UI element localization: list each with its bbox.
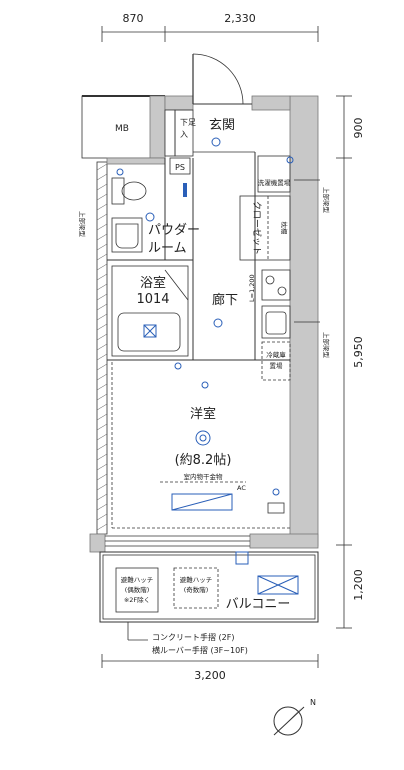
hatch-left-label-3: ※2F除く: [124, 595, 150, 604]
right-wall: [289, 95, 319, 547]
toilet: [111, 177, 147, 205]
hatch-right: [173, 567, 219, 609]
washbasin: [111, 217, 143, 253]
closet: [239, 195, 291, 261]
powder-room-label-1: パウダー: [148, 223, 200, 238]
dim-bottom: 3,200: [194, 669, 226, 682]
hallway-label: 廊下: [212, 292, 238, 308]
washer-area: [257, 155, 291, 193]
dim-right-middle: 5,950: [352, 336, 365, 368]
fridge-label-1: 冷蔵庫: [266, 350, 286, 359]
washer-label: 洗濯機置場: [258, 178, 291, 187]
top-wall-right: [251, 95, 291, 111]
dim-right-top: 900: [352, 118, 365, 139]
fridge-label-2: 置場: [270, 361, 284, 370]
ceiling-light-icon: [195, 430, 211, 446]
ceiling-note-right-1: 上部梁型: [322, 187, 331, 214]
railing-note-1: コンクリート手摺 (2F): [152, 632, 234, 642]
left-wall-hatch: [96, 163, 108, 531]
ac-label: AC: [237, 484, 246, 492]
dim-right-bottom: 1,200: [352, 569, 365, 601]
bathroom: [111, 265, 189, 357]
bathtub: [117, 312, 181, 352]
hatch-left-label-1: 避難ハッチ: [121, 575, 154, 584]
wall-under-mb: [106, 157, 166, 165]
stove: [261, 269, 291, 301]
western-room-label: 洋室: [190, 406, 216, 422]
closet-label: クローゼット: [251, 201, 263, 255]
svg-text:N: N: [310, 698, 316, 707]
hatch-right-label-1: 避難ハッチ: [180, 575, 213, 584]
sink: [261, 305, 291, 339]
fridge-space: [261, 341, 291, 381]
ac-unit: [171, 493, 233, 511]
light-icon-hallway: [213, 318, 223, 328]
ceiling-note-left: 上部梁型: [78, 211, 87, 238]
hatch-left: [115, 567, 159, 613]
shoe-box-label-2: 入: [180, 130, 188, 139]
top-wall-left: [164, 95, 194, 111]
genkan-label: 玄関: [209, 118, 235, 133]
outdoor-unit: [257, 575, 299, 595]
light-icon-powder: [145, 212, 155, 222]
balcony-label: バルコニー: [226, 597, 291, 612]
hatch-left-label-2: (偶数階): [125, 585, 150, 594]
window-sash: [105, 535, 250, 547]
pipe-label: 枕棚: [280, 222, 289, 236]
ceiling-note-right-2: 上部梁型: [322, 332, 331, 359]
bath-size: 1014: [136, 292, 169, 307]
western-room-size: (約8.2帖): [175, 453, 232, 468]
shoe-box: [164, 109, 176, 157]
bath-label: 浴室: [140, 275, 166, 291]
switch-icon: [183, 183, 187, 197]
light-icon-genkan: [211, 137, 221, 147]
bath-vent-icon: [143, 324, 157, 338]
shoe-box-label-1: 下足: [180, 118, 196, 127]
entrance-door: [192, 53, 244, 105]
shoe-box-outline: [174, 109, 194, 157]
wall-bottom-right: [249, 533, 319, 549]
hatch-right-label-2: (奇数階): [184, 585, 209, 594]
dim-top-left: 870: [123, 12, 144, 25]
top-dimension-line: [101, 26, 319, 42]
wall-bottom-left: [89, 533, 106, 553]
north-arrow-icon: N: [273, 698, 316, 736]
ps-box: [169, 157, 191, 175]
dim-top-right: 2,330: [224, 12, 256, 25]
bottom-dimension-line: [101, 654, 319, 668]
ps-label: PS: [175, 163, 185, 172]
mb-wall: [149, 95, 166, 159]
railing-note-2: 横ルーバー手摺 (3F~10F): [152, 645, 248, 655]
indoor-drying-label: 室内物干金物: [184, 472, 224, 481]
mb-label: MB: [115, 124, 129, 134]
powder-room-label-2: ルーム: [148, 241, 187, 256]
l-mark: L=1,200: [248, 274, 256, 302]
left-wall: [96, 161, 108, 535]
right-dimension-line: [336, 95, 352, 629]
